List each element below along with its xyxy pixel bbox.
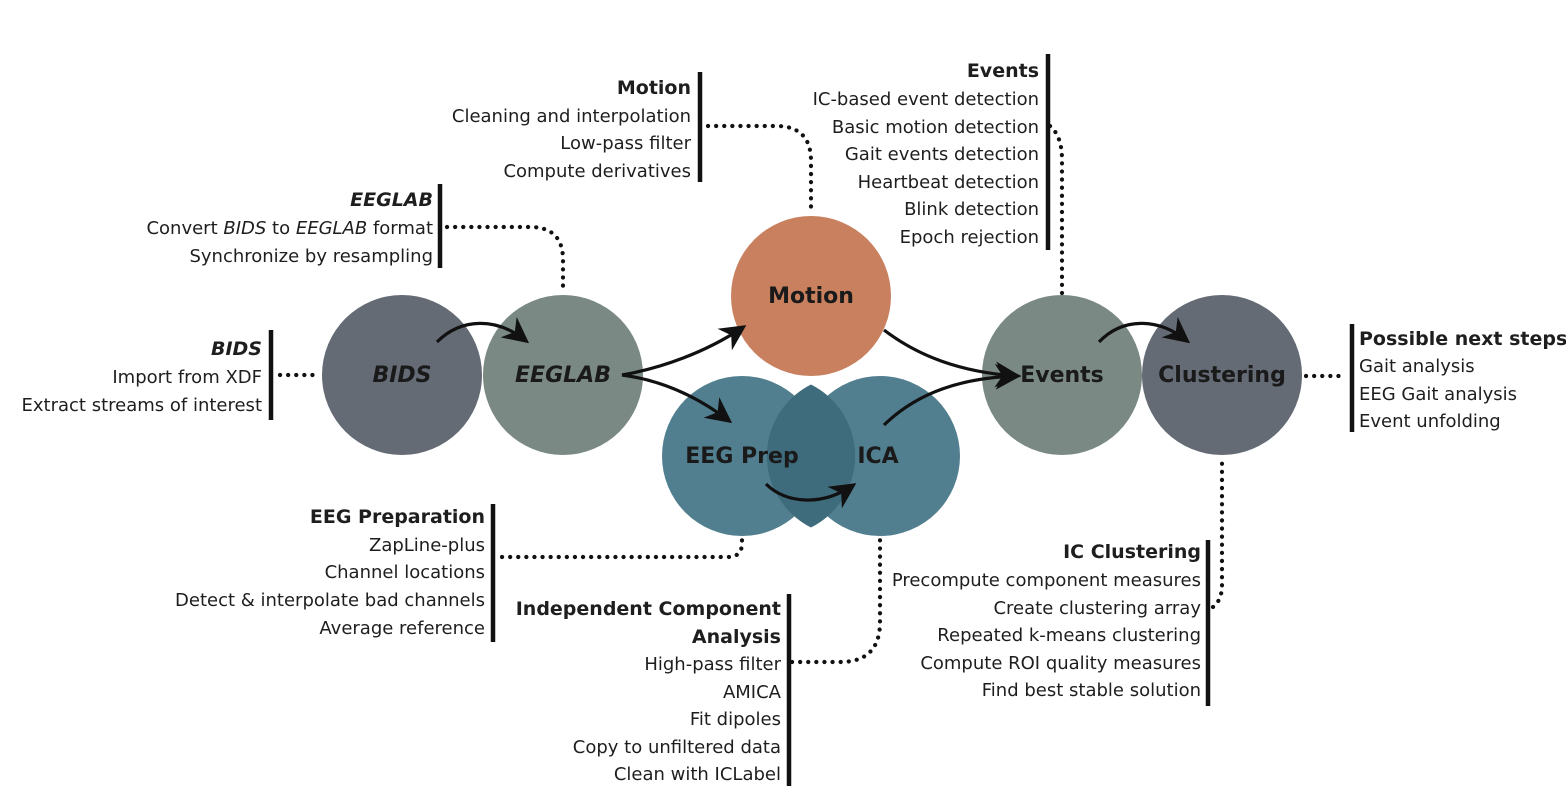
eeglab-panel-item-convert: Convert BIDS to EEGLAB format [146, 218, 433, 239]
motion-panel-item: Low-pass filter [560, 133, 691, 154]
ica-panel-item: Clean with ICLabel [614, 764, 781, 785]
motion-panel-item: Cleaning and interpolation [452, 106, 691, 127]
ica-panel-item: AMICA [723, 682, 782, 703]
motion-node [731, 216, 891, 376]
connector-events [1047, 123, 1065, 296]
arrow-eeglab-to-eegprep [621, 373, 733, 424]
bids-panel-item: Import from XDF [112, 367, 262, 388]
eegprep-panel-title: EEG Preparation [310, 506, 485, 528]
eegprep-node-label: EEG Prep [685, 444, 798, 469]
arrow-ica-to-events [882, 363, 1022, 427]
bids-panel-item: Extract streams of interest [22, 395, 263, 416]
ica-panel-item: High-pass filter [644, 654, 781, 675]
eegprep-panel-item: Channel locations [325, 562, 485, 583]
ica-panel: Independent Component Analysis High-pass… [516, 598, 782, 785]
events-panel-item: Epoch rejection [900, 227, 1039, 248]
bids-panel: BIDS Import from XDF Extract streams of … [22, 338, 263, 416]
clustering-panel-item: Compute ROI quality measures [920, 653, 1201, 674]
connector-clustering [1210, 454, 1225, 610]
eeglab-panel: EEGLAB Convert BIDS to EEGLAB format Syn… [146, 189, 433, 267]
bids-panel-title: BIDS [211, 338, 262, 360]
clustering-node-label: Clustering [1158, 363, 1286, 388]
connector-eeglab [444, 224, 566, 296]
events-panel-title: Events [967, 60, 1039, 82]
clustering-panel-item: Precompute component measures [892, 570, 1201, 591]
next-steps-panel-item: Gait analysis [1359, 356, 1475, 377]
clustering-panel: IC Clustering Precompute component measu… [892, 541, 1202, 701]
connector-ica [789, 534, 883, 665]
eegprep-panel-item: Average reference [319, 618, 485, 639]
eegprep-panel-item: Detect & interpolate bad channels [175, 590, 485, 611]
bids-node [322, 295, 482, 455]
ica-node-label: ICA [857, 444, 898, 469]
arrow-bids-to-eeglab [435, 316, 530, 344]
next-steps-panel: Possible next steps Gait analysis EEG Ga… [1359, 328, 1566, 432]
ica-panel-item: Copy to unfiltered data [573, 737, 781, 758]
eegprep-panel: EEG Preparation ZapLine-plus Channel loc… [175, 506, 485, 639]
motion-panel-title: Motion [617, 77, 691, 99]
eegprep-panel-item: ZapLine-plus [369, 535, 485, 556]
events-node-label: Events [1020, 363, 1104, 388]
next-steps-panel-item: Event unfolding [1359, 411, 1501, 432]
ica-panel-item: Fit dipoles [690, 709, 781, 730]
events-panel-item: Blink detection [904, 199, 1039, 220]
eeglab-node-label: EEGLAB [515, 363, 611, 388]
clustering-panel-item: Create clustering array [993, 598, 1201, 619]
eeglab-panel-title: EEGLAB [350, 189, 433, 211]
motion-panel: Motion Cleaning and interpolation Low-pa… [452, 77, 692, 182]
next-steps-panel-item: EEG Gait analysis [1359, 384, 1517, 405]
events-panel-item: Heartbeat detection [858, 172, 1039, 193]
events-node [982, 295, 1142, 455]
ica-panel-title: Analysis [692, 626, 781, 648]
arrow-eeglab-to-motion [621, 325, 747, 377]
events-panel-item: Basic motion detection [832, 117, 1039, 138]
clustering-panel-item: Find best stable solution [982, 680, 1201, 701]
events-panel-item: Gait events detection [845, 144, 1039, 165]
events-panel: Events IC-based event detection Basic mo… [813, 60, 1039, 248]
clustering-panel-item: Repeated k-means clustering [937, 625, 1201, 646]
connector-motion [705, 123, 814, 217]
eeglab-panel-item: Synchronize by resampling [189, 246, 433, 267]
bids-node-label: BIDS [372, 363, 431, 388]
ica-panel-title: Independent Component [516, 598, 781, 620]
motion-panel-item: Compute derivatives [503, 161, 691, 182]
connector-eegprep [499, 534, 745, 560]
next-steps-panel-title: Possible next steps [1359, 328, 1566, 350]
events-panel-item: IC-based event detection [813, 89, 1039, 110]
clustering-panel-title: IC Clustering [1063, 541, 1201, 563]
arrow-events-to-clustering [1097, 316, 1191, 344]
motion-node-label: Motion [768, 284, 854, 309]
arrow-eegprep-to-ica [764, 482, 857, 509]
